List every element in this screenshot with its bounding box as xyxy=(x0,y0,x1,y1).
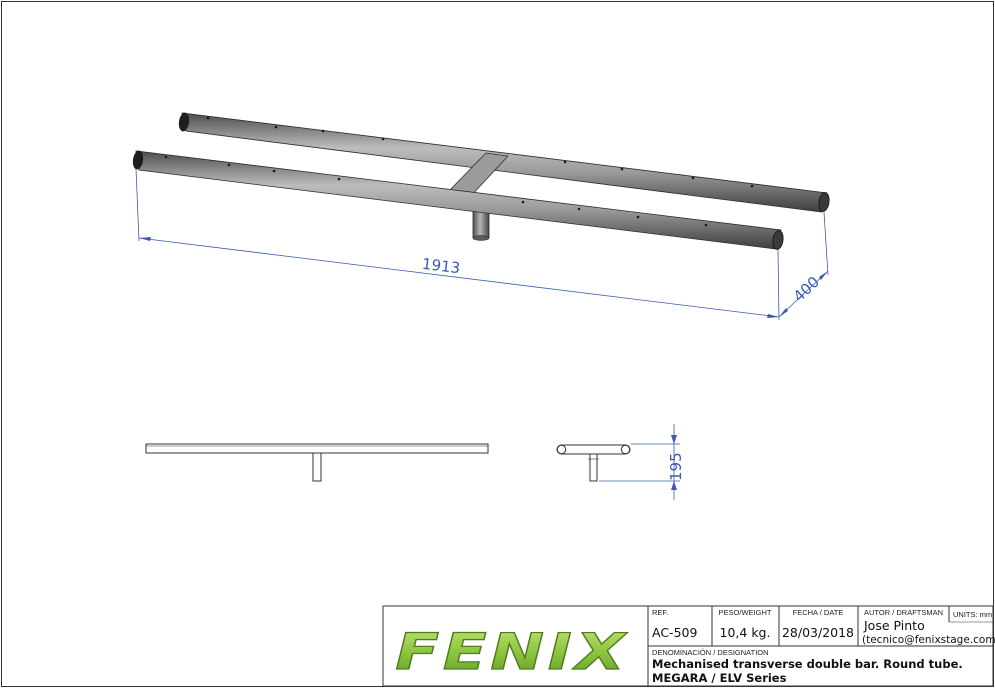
ref-value: AC-509 xyxy=(652,625,697,640)
dimension-height-label: 195 xyxy=(667,452,685,481)
dimension-width xyxy=(778,211,829,318)
weight-label: PESO/WEIGHT xyxy=(719,608,772,617)
units-label: UNITS: mm xyxy=(953,610,992,619)
front-view xyxy=(145,443,489,482)
designation-label: DENOMINACIÓN / DESIGNATION xyxy=(652,648,769,657)
title-block xyxy=(382,605,994,687)
date-label: FECHA / DATE xyxy=(793,608,844,617)
designation-line1: Mechanised transverse double bar. Round … xyxy=(652,657,963,671)
date-value: 28/03/2018 xyxy=(782,625,854,640)
weight-value: 10,4 kg. xyxy=(720,625,771,640)
dimension-length xyxy=(135,168,780,321)
fenix-logo: FENIX xyxy=(395,622,628,682)
ref-label: REF. xyxy=(652,608,668,617)
dimension-length-label: 1913 xyxy=(421,255,461,278)
dimension-height xyxy=(599,424,680,500)
author-email: (tecnico@fenixstage.com) xyxy=(862,634,995,646)
dimension-width-label: 400 xyxy=(790,273,823,306)
side-view xyxy=(556,444,631,482)
author-name: Jose Pinto xyxy=(863,618,925,633)
logo-text: FENIX xyxy=(395,623,628,681)
front-tube xyxy=(132,150,784,250)
back-tube xyxy=(178,112,830,213)
author-label: AUTOR / DRAFTSMAN xyxy=(864,608,943,617)
tube-holes xyxy=(164,116,754,227)
designation-line2: MEGARA / ELV Series xyxy=(652,671,787,685)
isometric-view: 1913 400 xyxy=(132,112,830,321)
